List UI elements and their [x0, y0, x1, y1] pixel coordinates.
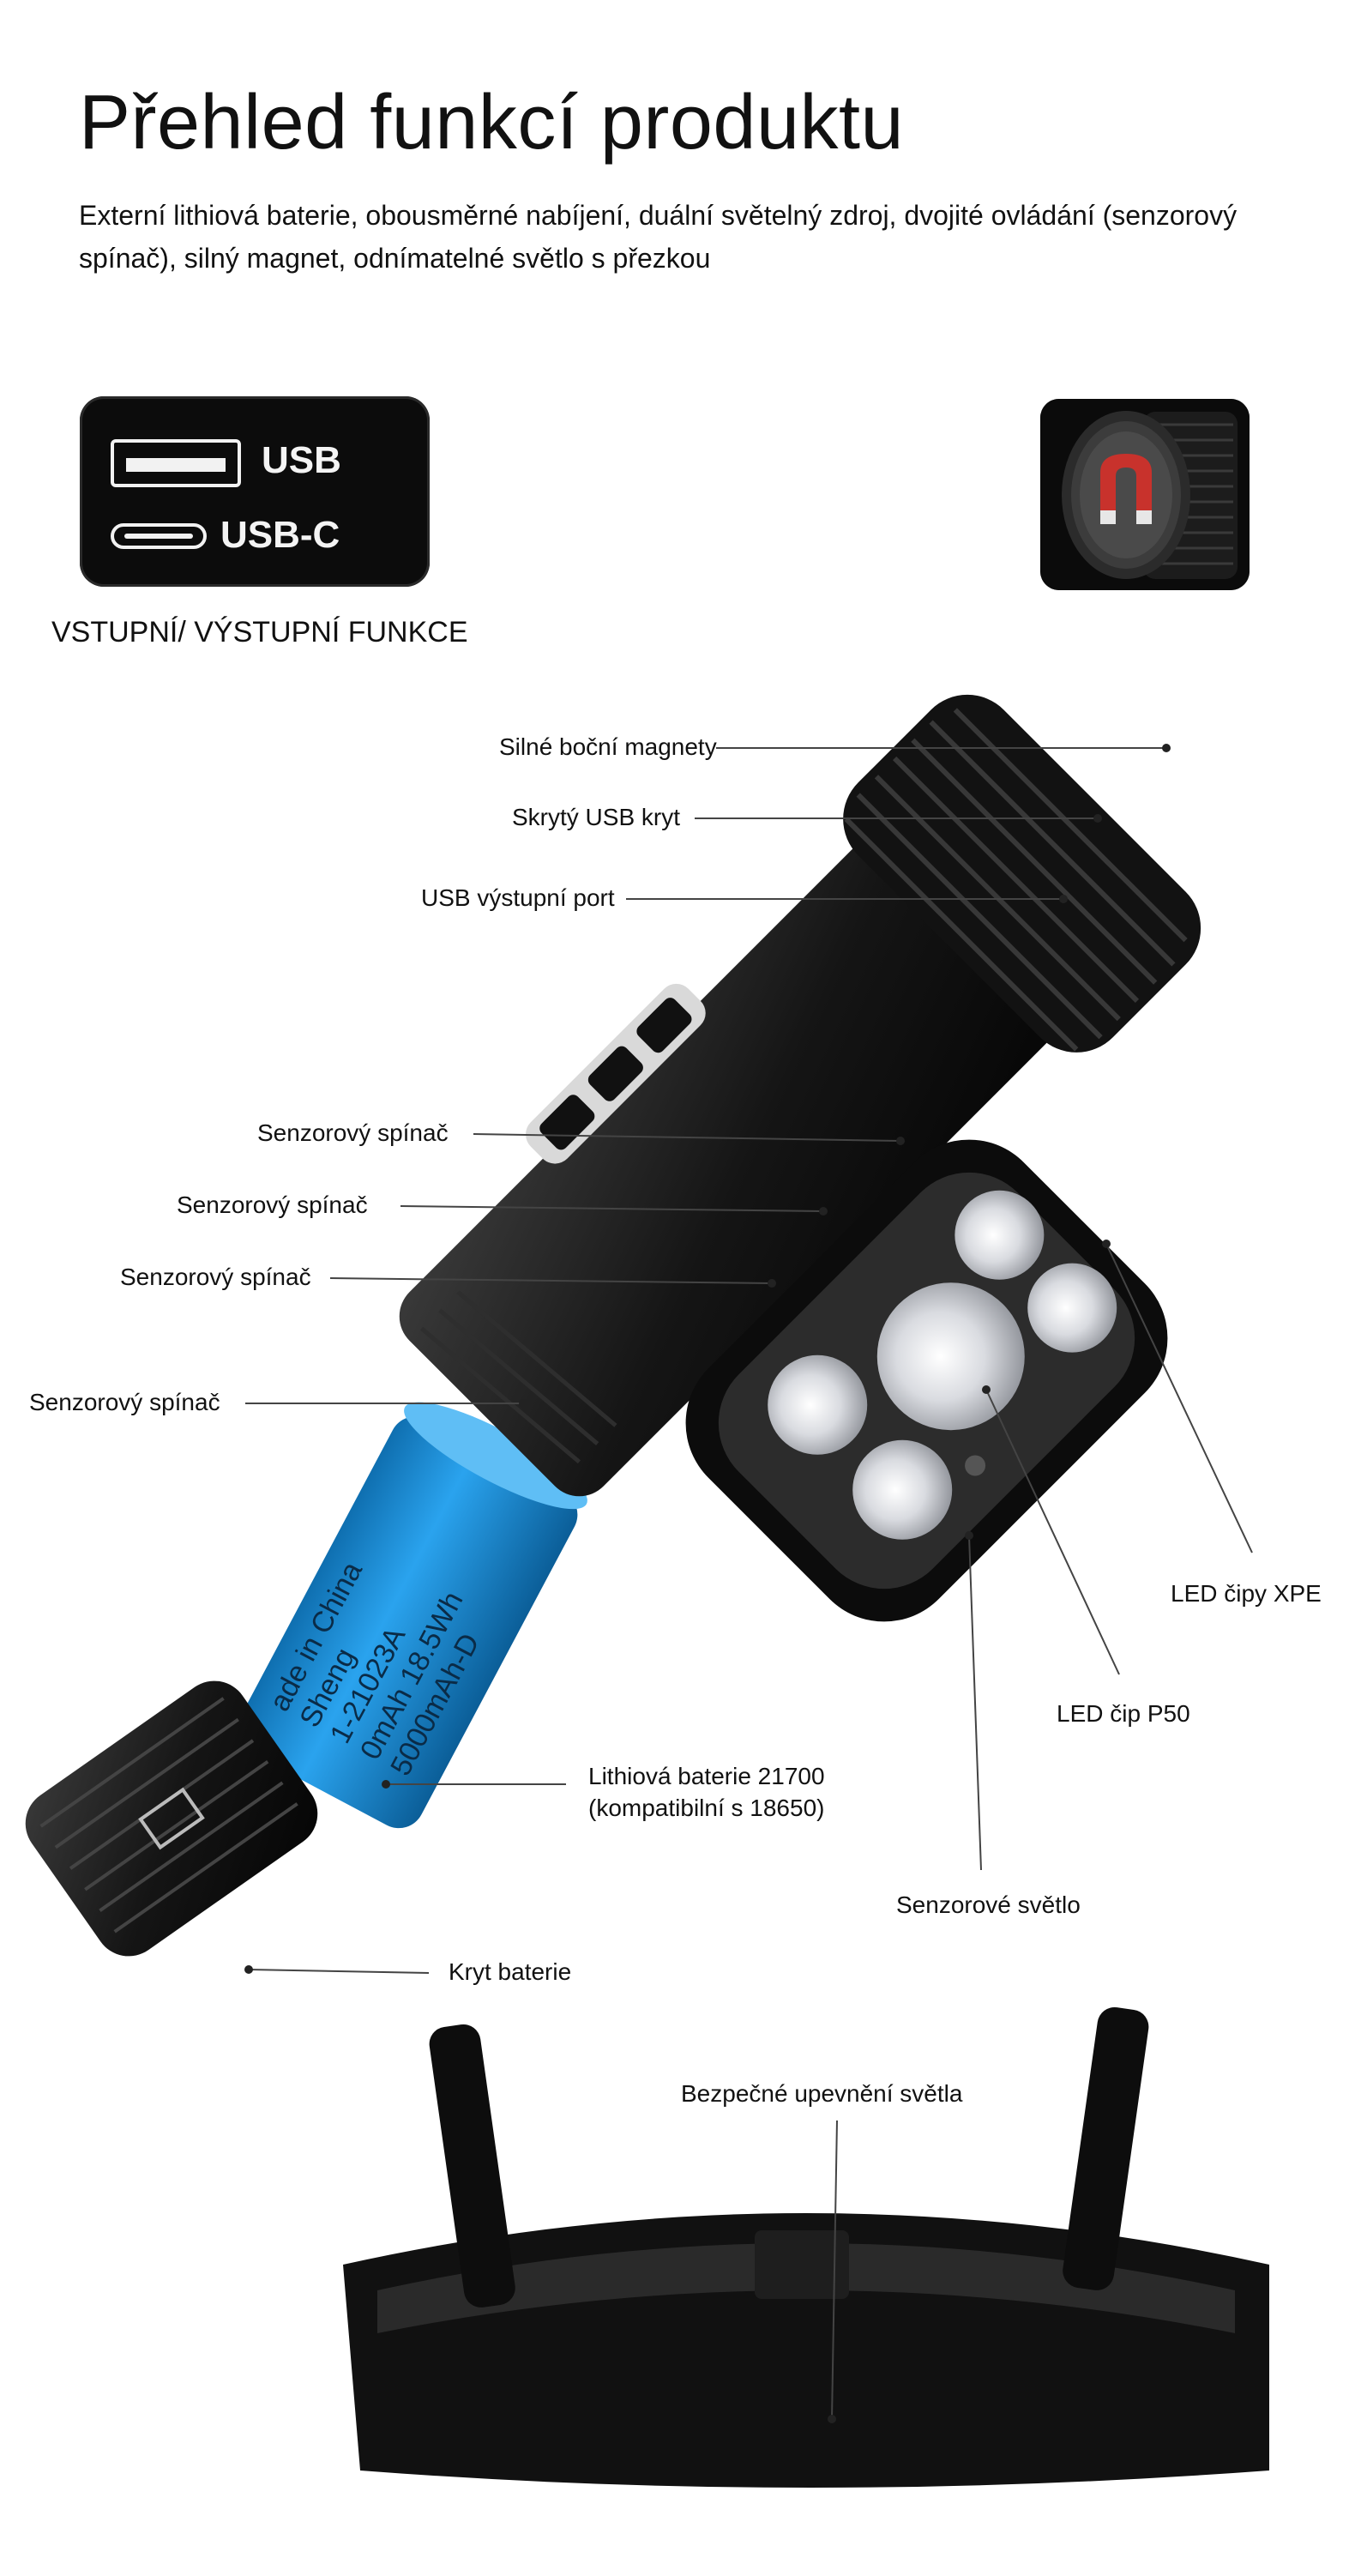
leader-switch-3: [329, 1277, 773, 1284]
magnet-thumbnail: [1040, 399, 1250, 590]
label-switch-1: Senzorový spínač: [257, 1119, 449, 1146]
leader-mount: [831, 2120, 838, 2420]
label-mount: Bezpečné upevnění světla: [681, 2080, 963, 2107]
leader-led-p50: [985, 1389, 1120, 1675]
mount-graphic: [343, 2006, 1269, 2488]
label-switch-4: Senzorový spínač: [29, 1389, 220, 1415]
label-usb-port: USB výstupní port: [421, 884, 615, 911]
label-led-xpe: LED čipy XPE: [1171, 1580, 1322, 1607]
label-battery-line2: (kompatibilní s 18650): [588, 1795, 825, 1821]
led-xpe-right-bottom: [1027, 1263, 1117, 1353]
label-sensor-light: Senzorové světlo: [896, 1891, 1081, 1918]
page-title: Přehled funkcí produktu: [79, 80, 905, 166]
usbc-label: USB-C: [220, 514, 340, 556]
headlamp-body: [399, 694, 1201, 1622]
label-magnets: Silné boční magnety: [499, 733, 717, 760]
battery-cover-graphic: [25, 1680, 318, 1957]
page-subtitle: Externí lithiová baterie, obousměrné nab…: [79, 200, 1238, 274]
io-ports-panel: USB USB-C: [80, 396, 430, 587]
led-xpe-right-top: [955, 1190, 1045, 1280]
leader-battery-cover: [248, 1969, 430, 1974]
led-xpe-left-bottom: [852, 1439, 953, 1540]
usb-port-icon: [111, 439, 241, 487]
leader-switch-2: [400, 1205, 824, 1212]
label-switch-2: Senzorový spínač: [177, 1191, 368, 1218]
label-led-p50: LED čip P50: [1057, 1700, 1190, 1727]
label-battery-line1: Lithiová baterie 21700: [588, 1763, 825, 1789]
io-caption: VSTUPNÍ/ VÝSTUPNÍ FUNKCE: [51, 616, 468, 649]
label-switch-3: Senzorový spínač: [120, 1264, 311, 1290]
leader-led-xpe: [1105, 1243, 1253, 1553]
leader-sensor-light: [968, 1535, 982, 1871]
leader-switch-1: [473, 1133, 901, 1142]
label-battery-cover: Kryt baterie: [449, 1958, 572, 1985]
battery-graphic: ade in China Sheng 1-21023A 0mAh 18.5Wh …: [237, 1402, 587, 1829]
sensor-window: [965, 1455, 986, 1476]
led-xpe-left-top: [768, 1354, 868, 1455]
usbc-port-icon: [111, 523, 207, 549]
usb-label: USB: [262, 439, 341, 481]
label-usb-cover: Skrytý USB kryt: [512, 804, 681, 830]
magnet-icon: [1040, 399, 1250, 590]
